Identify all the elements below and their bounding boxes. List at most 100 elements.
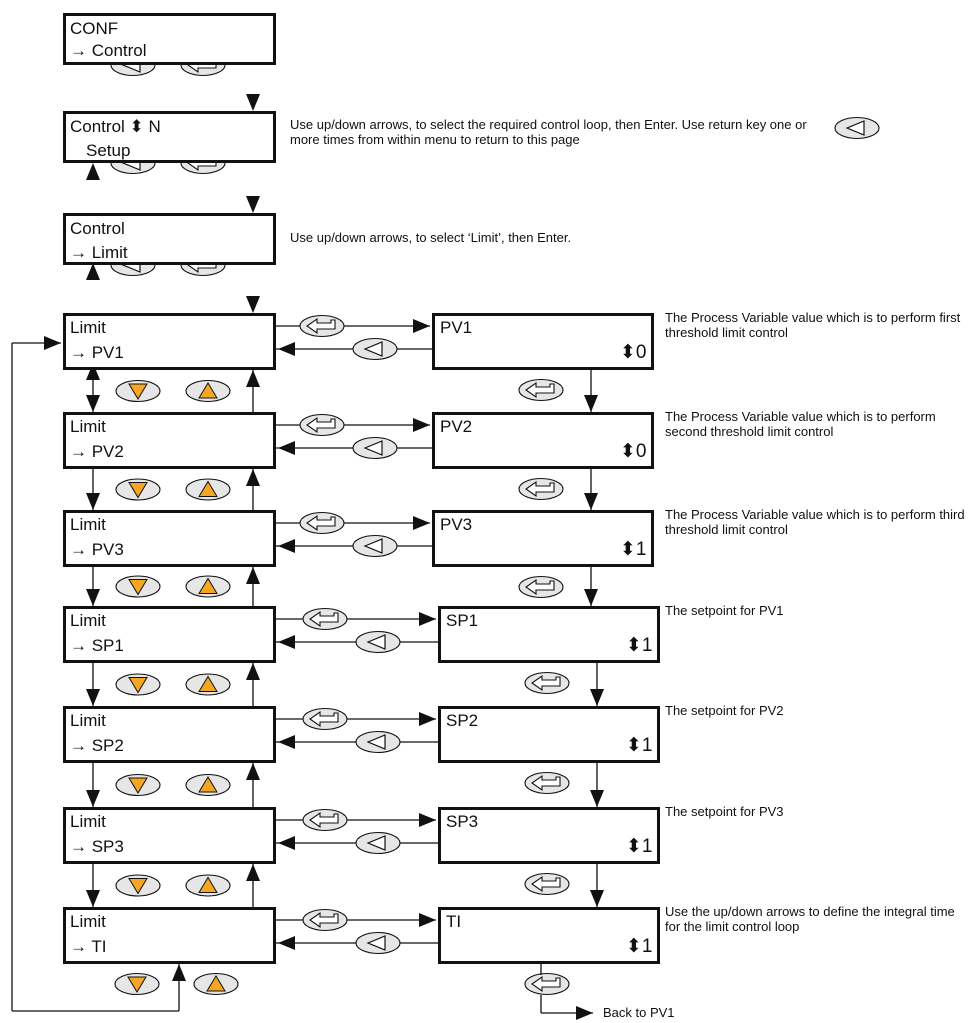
arrow-down-icon xyxy=(584,493,598,510)
arrow-down-icon xyxy=(584,395,598,412)
arrow-right-icon xyxy=(419,813,436,827)
limit-menu-box-pv3 xyxy=(63,510,276,567)
param-name: TI xyxy=(446,912,462,931)
arrow-down-icon xyxy=(86,589,100,606)
down-triangle-icon xyxy=(128,677,148,694)
limit-menu-box-sp1 xyxy=(63,606,276,663)
control-limit-box xyxy=(63,213,276,265)
param-value: ⬍0 xyxy=(620,342,647,363)
param-box-sp3 xyxy=(438,807,660,864)
param-value: ⬍1 xyxy=(626,735,653,756)
param-value: ⬍1 xyxy=(620,539,647,560)
up-triangle-icon xyxy=(198,577,218,594)
limit-menu-box-sp2 xyxy=(63,706,276,763)
back-icon xyxy=(845,120,865,136)
arrow-up-icon xyxy=(246,763,260,780)
enter-icon xyxy=(531,774,561,792)
limit-menu-box-pv1 xyxy=(63,313,276,370)
param-note-sp1: The setpoint for PV1 xyxy=(665,603,784,618)
up-triangle-icon xyxy=(198,776,218,793)
param-box-sp1 xyxy=(438,606,660,663)
limit-menu-item: → SP3 xyxy=(70,837,124,856)
enter-icon xyxy=(309,610,339,628)
control-limit-note: Use up/down arrows, to select ‘Limit’, t… xyxy=(290,230,572,245)
back-icon xyxy=(363,538,383,554)
arrow-right-icon xyxy=(413,516,430,530)
arrow-down-icon xyxy=(86,890,100,907)
param-note-sp3: The setpoint for PV3 xyxy=(665,804,784,819)
down-triangle-icon xyxy=(128,383,148,400)
param-box-pv2 xyxy=(432,412,654,469)
arrow-right-icon xyxy=(576,1006,593,1020)
back-icon xyxy=(363,440,383,456)
limit-menu-item: → PV2 xyxy=(70,442,124,461)
arrow-left-icon xyxy=(278,539,295,553)
limit-menu-item: → SP1 xyxy=(70,636,124,655)
param-note-sp2: The setpoint for PV2 xyxy=(665,703,784,718)
arrow-up-icon xyxy=(246,370,260,387)
up-triangle-icon xyxy=(198,876,218,893)
arrow-down-icon xyxy=(86,395,100,412)
limit-menu-item: → PV1 xyxy=(70,343,124,362)
arrow-left-icon xyxy=(278,735,295,749)
limit-menu-title: Limit xyxy=(70,812,106,831)
control-setup-title: Control ⬍ N xyxy=(70,117,161,136)
param-value: ⬍1 xyxy=(626,936,653,957)
control-limit-title: Control xyxy=(70,219,125,238)
up-triangle-icon xyxy=(198,382,218,399)
limit-menu-title: Limit xyxy=(70,318,106,337)
arrow-up-icon xyxy=(86,263,100,280)
arrow-up-icon xyxy=(246,567,260,584)
limit-menu-title: Limit xyxy=(70,515,106,534)
arrow-down-icon xyxy=(590,890,604,907)
limit-menu-item: → TI xyxy=(70,937,107,956)
arrow-down-icon xyxy=(590,689,604,706)
param-note-ti: Use the up/down arrows to define the int… xyxy=(665,904,955,934)
param-value: ⬍0 xyxy=(620,441,647,462)
arrow-up-icon xyxy=(246,864,260,881)
enter-icon xyxy=(531,875,561,893)
param-value: ⬍1 xyxy=(626,836,653,857)
enter-icon xyxy=(525,480,555,498)
limit-menu-title: Limit xyxy=(70,711,106,730)
param-note-pv2: The Process Variable value which is to p… xyxy=(665,409,936,439)
enter-icon xyxy=(306,514,336,532)
control-limit-item: → Limit xyxy=(70,243,128,262)
param-box-ti xyxy=(438,907,660,964)
up-triangle-icon xyxy=(206,975,226,992)
arrow-left-icon xyxy=(278,836,295,850)
param-name: SP1 xyxy=(446,611,479,630)
arrow-down-icon xyxy=(590,790,604,807)
enter-icon xyxy=(309,911,339,929)
conf-title: CONF xyxy=(70,19,119,38)
enter-icon xyxy=(306,416,336,434)
up-triangle-icon xyxy=(198,480,218,497)
conf-menu-box xyxy=(63,13,276,65)
limit-menu-item: → PV3 xyxy=(70,540,124,559)
limit-menu-box-sp3 xyxy=(63,807,276,864)
arrow-right-icon xyxy=(413,319,430,333)
param-name: SP3 xyxy=(446,812,479,831)
arrow-down-icon xyxy=(584,589,598,606)
param-name: PV1 xyxy=(440,318,473,337)
control-setup-box xyxy=(63,111,276,163)
enter-icon xyxy=(309,710,339,728)
enter-icon xyxy=(309,811,339,829)
param-box-pv3 xyxy=(432,510,654,567)
arrow-down-icon xyxy=(246,94,260,111)
footer-label: Back to PV1 xyxy=(603,1005,675,1020)
param-name: SP2 xyxy=(446,711,479,730)
arrow-down-icon xyxy=(86,493,100,510)
control-setup-note: Use up/down arrows, to select the requir… xyxy=(290,117,807,147)
enter-icon xyxy=(306,317,336,335)
down-triangle-icon xyxy=(128,482,148,499)
arrow-left-icon xyxy=(278,635,295,649)
limit-menu-title: Limit xyxy=(70,611,106,630)
arrow-down-icon xyxy=(86,790,100,807)
up-triangle-icon xyxy=(198,675,218,692)
limit-menu-title: Limit xyxy=(70,912,106,931)
arrow-up-icon xyxy=(246,663,260,680)
param-name: PV3 xyxy=(440,515,473,534)
arrow-right-icon xyxy=(419,913,436,927)
